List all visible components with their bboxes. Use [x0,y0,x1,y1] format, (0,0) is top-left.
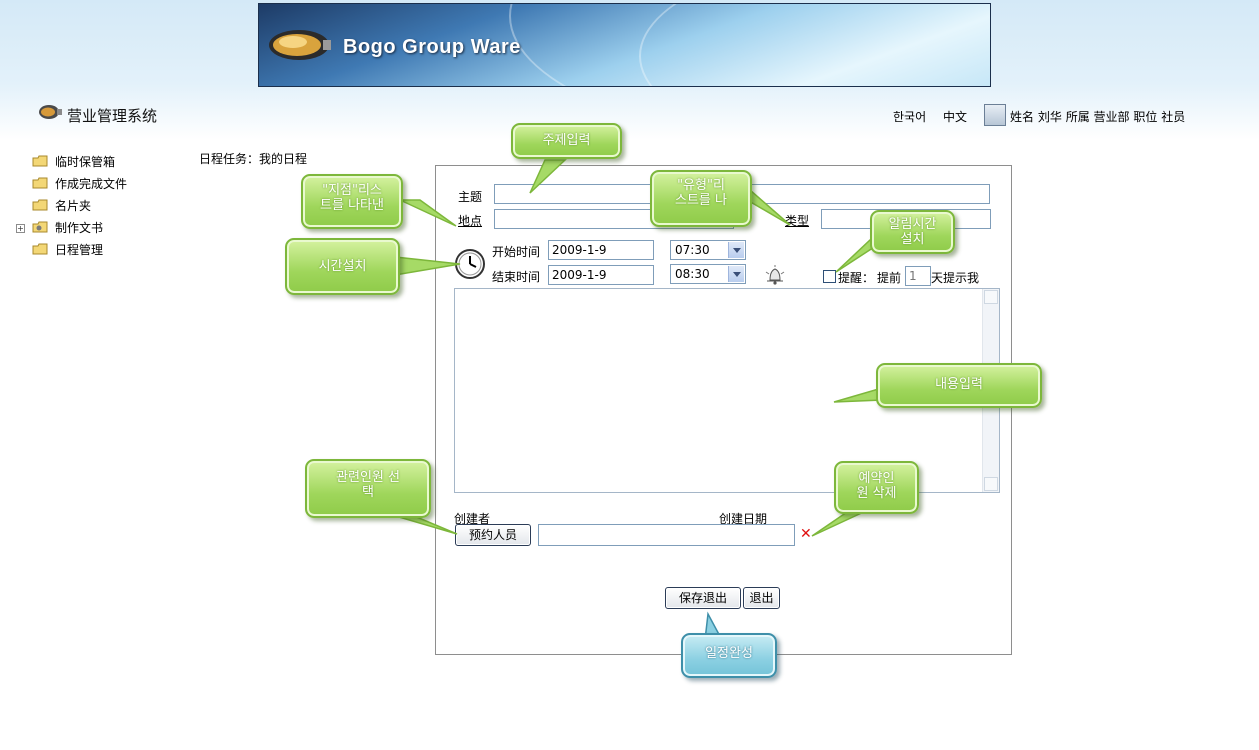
callout-subject: 주제입력 [511,123,622,159]
sidebar-item-make-docs[interactable]: 制作文书 [32,218,103,236]
name-value: 刘华 [1037,110,1062,124]
folder-icon [32,177,48,189]
user-info: 姓名 刘华 所属 营业部 职位 社员 [1010,108,1185,125]
save-exit-button[interactable]: 保存退出 [665,587,741,609]
folder-settings-icon [32,221,48,233]
sidebar-item-label: 作成完成文件 [55,176,128,191]
location-link[interactable]: 地点 [458,214,483,228]
created-date-label: 创建日期 [719,512,768,526]
sidebar-item-card-folder[interactable]: 名片夹 [32,196,91,214]
sidebar-item-temp-box[interactable]: 临时保管箱 [32,152,115,170]
exit-button[interactable]: 退出 [743,587,780,609]
callout-people: 관련인원 선 택 [305,459,431,518]
callout-alarm-line2: 설치 [900,232,925,247]
reserve-people-input[interactable] [538,524,795,546]
system-title: 营业管理系统 [67,107,158,125]
folder-icon [32,243,48,255]
banner: Bogo Group Ware [258,3,991,87]
scroll-down-icon[interactable] [984,477,998,491]
chevron-down-icon [728,242,744,258]
callout-delete-line2: 원 삭제 [856,486,897,501]
callout-time: 시간설치 [285,238,400,295]
user-avatar-icon [984,104,1006,126]
start-time-select[interactable]: 07:30 [670,240,746,260]
sidebar-item-label: 日程管理 [55,242,104,257]
banner-wave [639,4,990,86]
remind-label: 提醒： [838,271,875,285]
callout-delete-line1: 예약인 [858,471,895,486]
lang-chinese-link[interactable]: 中文 [943,110,968,124]
end-date-input[interactable]: 2009-1-9 [548,265,654,285]
chevron-down-icon [728,266,744,282]
sidebar-item-schedule[interactable]: 日程管理 [32,240,103,258]
callout-location-line2: 트를 나타낸 [320,198,384,213]
callout-alarm: 알림시간 설치 [870,210,955,254]
remind-prefix: 提前 [877,271,902,285]
remind-suffix: 天提示我 [931,271,980,285]
end-time-value: 08:30 [675,267,710,281]
creator-label: 创建者 [454,512,491,526]
name-label: 姓名 [1010,110,1035,124]
bell-icon [765,265,785,285]
banner-title: Bogo Group Ware [343,36,521,58]
folder-icon [32,199,48,211]
sidebar-item-label: 名片夹 [55,198,92,213]
position-value: 社员 [1161,110,1186,124]
folder-icon [32,155,48,167]
sidebar-item-label: 制作文书 [55,220,104,235]
expand-toggle-icon[interactable]: + [16,224,25,233]
end-time-select[interactable]: 08:30 [670,264,746,284]
dept-value: 营业部 [1093,110,1130,124]
remind-days-input[interactable] [905,266,931,286]
remind-checkbox[interactable] [823,270,836,283]
breadcrumb: 日程任务：我的日程 [199,152,308,166]
callout-type-line1: "유형"리 [677,178,725,193]
start-date-input[interactable]: 2009-1-9 [548,240,654,260]
goggles-logo-icon [269,30,331,60]
sidebar-item-completed-docs[interactable]: 作成完成文件 [32,174,127,192]
callout-complete: 일정완성 [681,633,777,678]
callout-alarm-line1: 알림시간 [888,217,937,232]
callout-people-line1: 관련인원 선 [336,470,400,485]
callout-location-line1: "지점"리스 [322,183,382,198]
callout-content: 내용입력 [876,363,1042,408]
lang-korean-link[interactable]: 한국어 [893,110,927,124]
dept-label: 所属 [1065,110,1090,124]
start-time-value: 07:30 [675,243,710,257]
reserve-people-button[interactable]: 预约人员 [455,524,531,546]
position-label: 职位 [1133,110,1158,124]
callout-type-line2: 스트를 나 [675,193,727,208]
subject-label: 主题 [458,190,483,204]
delete-reserve-icon[interactable]: ✕ [800,526,812,542]
start-time-label: 开始时间 [492,245,541,259]
callout-location: "지점"리스 트를 나타낸 [301,174,403,229]
callout-type: "유형"리 스트를 나 [650,170,752,227]
sidebar-item-label: 临时保管箱 [55,154,116,169]
scroll-up-icon[interactable] [984,290,998,304]
end-time-label: 结束时间 [492,270,541,284]
system-logo-icon [39,105,62,119]
type-link[interactable]: 类型 [785,214,810,228]
callout-delete: 예약인 원 삭제 [834,461,919,514]
callout-people-line2: 택 [362,485,374,500]
